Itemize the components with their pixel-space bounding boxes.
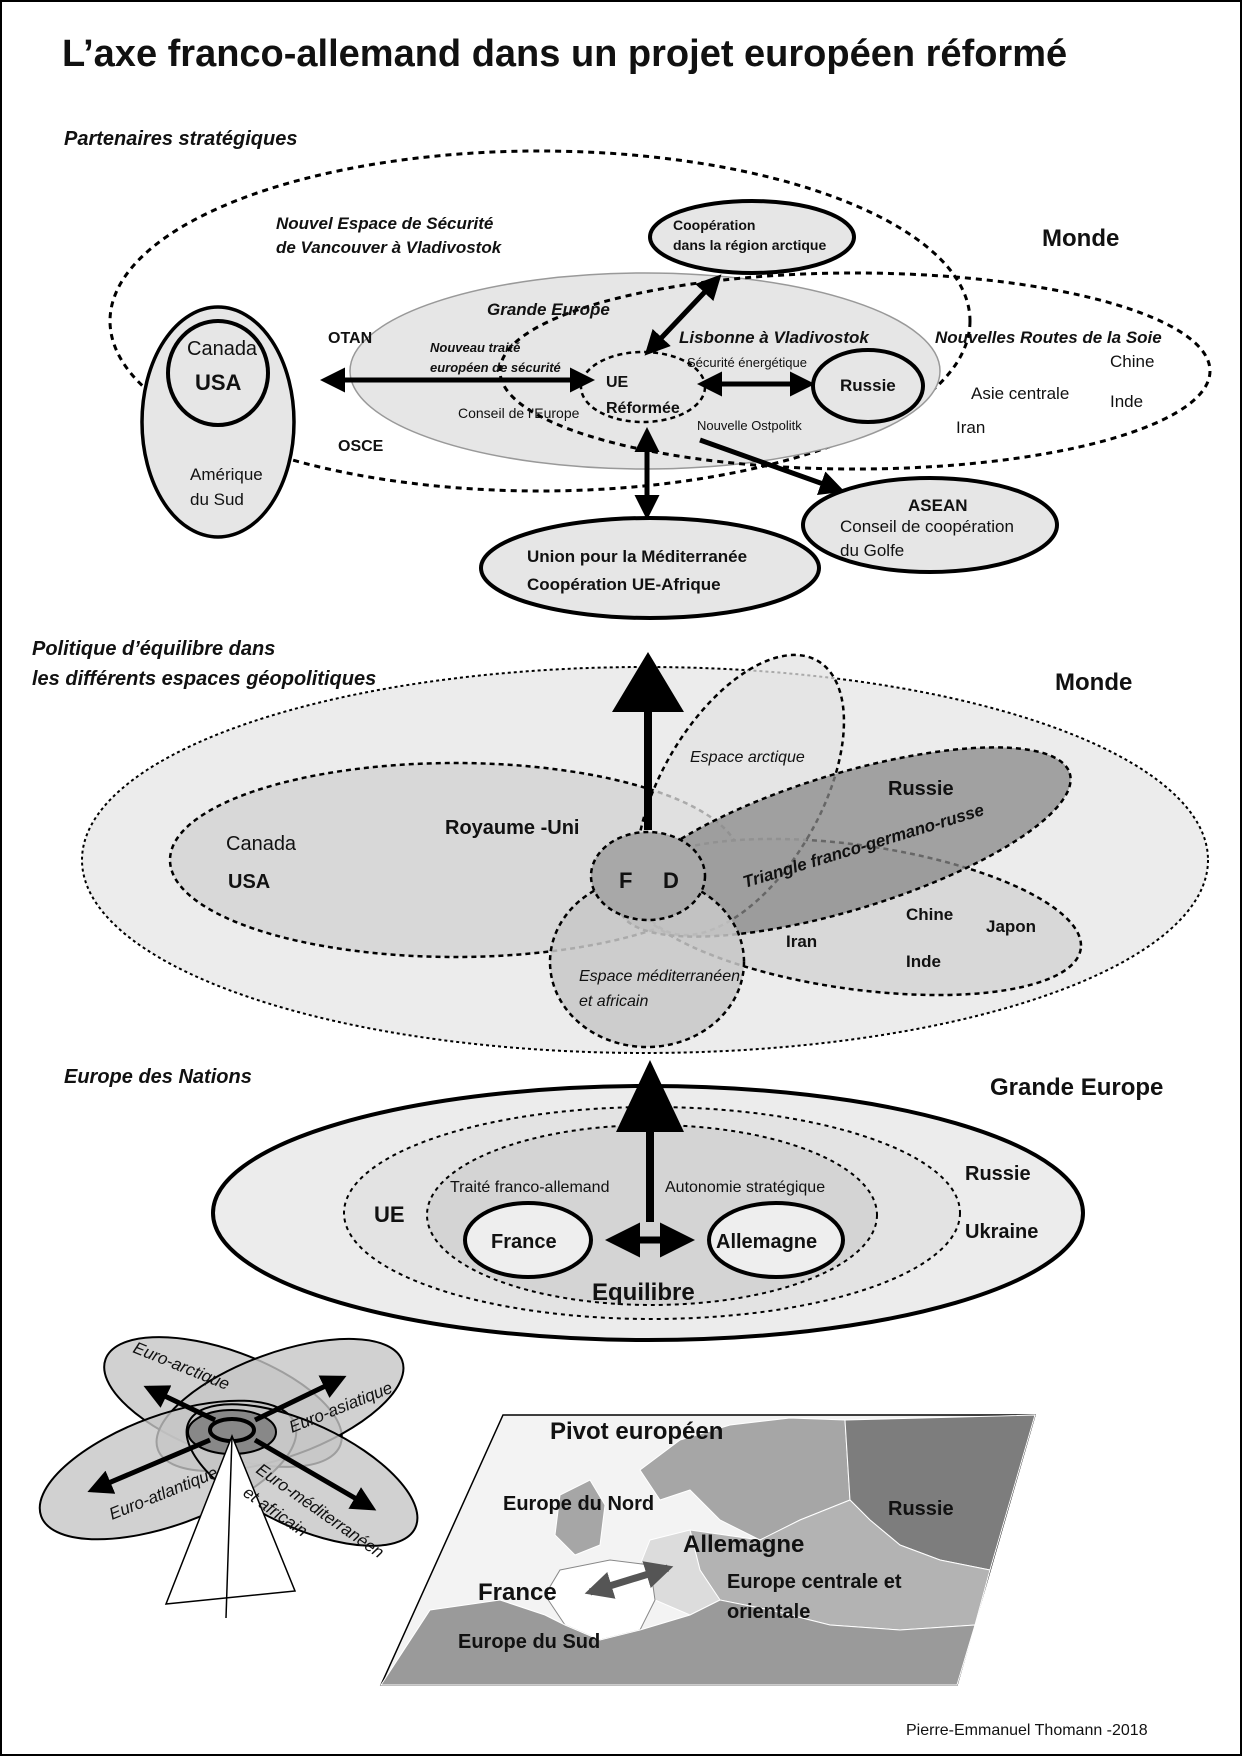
golfe-label-1: Conseil de coopération: [840, 517, 1014, 536]
amerique-label-2: du Sud: [190, 490, 244, 509]
page-title: L’axe franco-allemand dans un projet eur…: [62, 33, 1067, 75]
allemagne-ellipse: [707, 1201, 845, 1279]
grande-europe-heading: Grande Europe: [990, 1074, 1163, 1101]
med-label-2: Coopération UE-Afrique: [527, 575, 721, 594]
section-compass: Euro-arctique Euro-asiatique Euro-atlant…: [38, 1336, 419, 1619]
d-label: D: [663, 868, 679, 893]
section-balance-policy: Politique d’équilibre dans les différent…: [32, 638, 1209, 1054]
arrow-euro-atlantique: [87, 1437, 211, 1494]
mediterranean-space-ellipse: [548, 875, 746, 1049]
europe-pivot-map: Pivot européen Europe du Nord Russie All…: [379, 1414, 1036, 1686]
med-space-label-2: et africain: [579, 993, 648, 1010]
security-space-ellipse: [108, 149, 972, 493]
arrow-europe-up-head: [616, 1060, 684, 1132]
otan-label: OTAN: [328, 330, 372, 347]
grande-europe-label: Grande Europe: [487, 300, 610, 319]
arrow-euro-med: [253, 1437, 377, 1511]
russie-label-1: Russie: [840, 376, 896, 395]
asie-centrale-label: Asie centrale: [971, 384, 1069, 403]
usa-label: USA: [195, 370, 242, 395]
france-label-3: France: [491, 1231, 557, 1253]
canada-label-2: Canada: [226, 833, 297, 855]
arrow-euro-arctique: [143, 1385, 217, 1423]
golfe-label-2: du Golfe: [840, 541, 904, 560]
ostpolitik-label: Nouvelle Ostpolitk: [697, 418, 802, 433]
russie-label-3: Russie: [965, 1163, 1031, 1185]
ue-label-1: UE: [606, 374, 629, 391]
credit-label: Pierre-Emmanuel Thomann -2018: [906, 1722, 1148, 1739]
royaume-uni-label: Royaume -Uni: [445, 817, 579, 839]
ue-label-2: Réformée: [606, 400, 680, 417]
asean-label: ASEAN: [908, 496, 968, 515]
inde-label-1: Inde: [1110, 392, 1143, 411]
mediterranee-ellipse: [479, 516, 821, 620]
section2-monde-label: Monde: [1055, 669, 1132, 696]
russie-label-2: Russie: [888, 778, 954, 800]
canada-label: Canada: [187, 338, 258, 360]
lisbonne-label: Lisbonne à Vladivostok: [679, 328, 870, 347]
treaty-label-1: Nouveau traité: [430, 340, 520, 355]
inde-label-2: Inde: [906, 952, 941, 971]
espace-arctique-label: Espace arctique: [690, 749, 805, 766]
arrow-map-france-allemagne: [584, 1561, 674, 1599]
section-europe-nations: Europe des Nations Grande Europe UE Trai…: [64, 1060, 1163, 1342]
equilibre-label: Equilibre: [592, 1279, 695, 1306]
map-russie-label: Russie: [888, 1498, 954, 1520]
energy-label: Sécurité énergétique: [687, 355, 807, 370]
map-france-label: France: [478, 1579, 557, 1606]
usa-canada-circle: [166, 319, 270, 427]
triangle-ellipse: [618, 746, 1072, 938]
ue-label-3: UE: [374, 1202, 405, 1227]
arrow-ue-asean: [699, 437, 845, 496]
arrow-fd-up-head: [612, 652, 684, 712]
f-label: F: [619, 868, 632, 893]
traite-label: Traité franco-allemand: [450, 1179, 609, 1196]
ukraine-label: Ukraine: [965, 1221, 1038, 1243]
fd-circle: [589, 830, 707, 922]
compass-pedestal-edge: [225, 1435, 233, 1619]
med-space-label-1: Espace méditerranéen: [579, 968, 740, 985]
chine-label-2: Chine: [906, 905, 953, 924]
allemagne-label-3: Allemagne: [716, 1231, 817, 1253]
france-ellipse: [463, 1201, 593, 1279]
map-europe-nord-label: Europe du Nord: [503, 1493, 654, 1515]
map-allemagne-label: Allemagne: [683, 1531, 804, 1558]
security-space-label-2: de Vancouver à Vladivostok: [276, 238, 503, 257]
arctic-ellipse: [648, 199, 856, 275]
security-space-label-1: Nouvel Espace de Sécurité: [276, 214, 493, 233]
japon-label: Japon: [986, 917, 1036, 936]
treaty-label-2: européen de sécurité: [430, 360, 561, 375]
map-europe-centrale-label-1: Europe centrale et: [727, 1571, 902, 1593]
section1-monde-label: Monde: [1042, 225, 1119, 252]
map-europe-centrale-label-2: orientale: [727, 1601, 810, 1623]
section2-heading-1: Politique d’équilibre dans: [32, 638, 275, 660]
usa-label-2: USA: [228, 871, 270, 893]
med-label-1: Union pour la Méditerranée: [527, 547, 747, 566]
section1-heading: Partenaires stratégiques: [64, 128, 297, 150]
amerique-label-1: Amérique: [190, 465, 263, 484]
arrow-ue-arctic: [644, 274, 722, 356]
section2-heading-2: les différents espaces géopolitiques: [32, 668, 376, 690]
map-uk: [554, 1479, 606, 1556]
silk-roads-label: Nouvelles Routes de la Soie: [935, 328, 1162, 347]
chine-label-1: Chine: [1110, 352, 1154, 371]
asean-ellipse: [801, 476, 1059, 574]
silk-roads-ellipse: [498, 271, 1212, 471]
conseil-europe-label: Conseil de l’Europe: [458, 405, 580, 421]
section-strategic-partners: Partenaires stratégiques Monde Nouvel Es…: [64, 128, 1212, 620]
compass-pedestal: [164, 1433, 297, 1605]
map-southern-europe: [380, 1599, 976, 1686]
map-europe-sud-label: Europe du Sud: [458, 1631, 600, 1653]
iran-label-1: Iran: [956, 418, 985, 437]
arctic-label-1: Coopération: [673, 217, 755, 233]
arctic-label-2: dans la région arctique: [673, 237, 826, 253]
arrow-euro-asiatique: [253, 1375, 347, 1423]
iran-label-2: Iran: [786, 932, 817, 951]
map-title: Pivot européen: [550, 1418, 723, 1445]
section3-heading: Europe des Nations: [64, 1066, 252, 1088]
osce-label: OSCE: [338, 438, 384, 455]
autonomie-label: Autonomie stratégique: [665, 1179, 825, 1196]
